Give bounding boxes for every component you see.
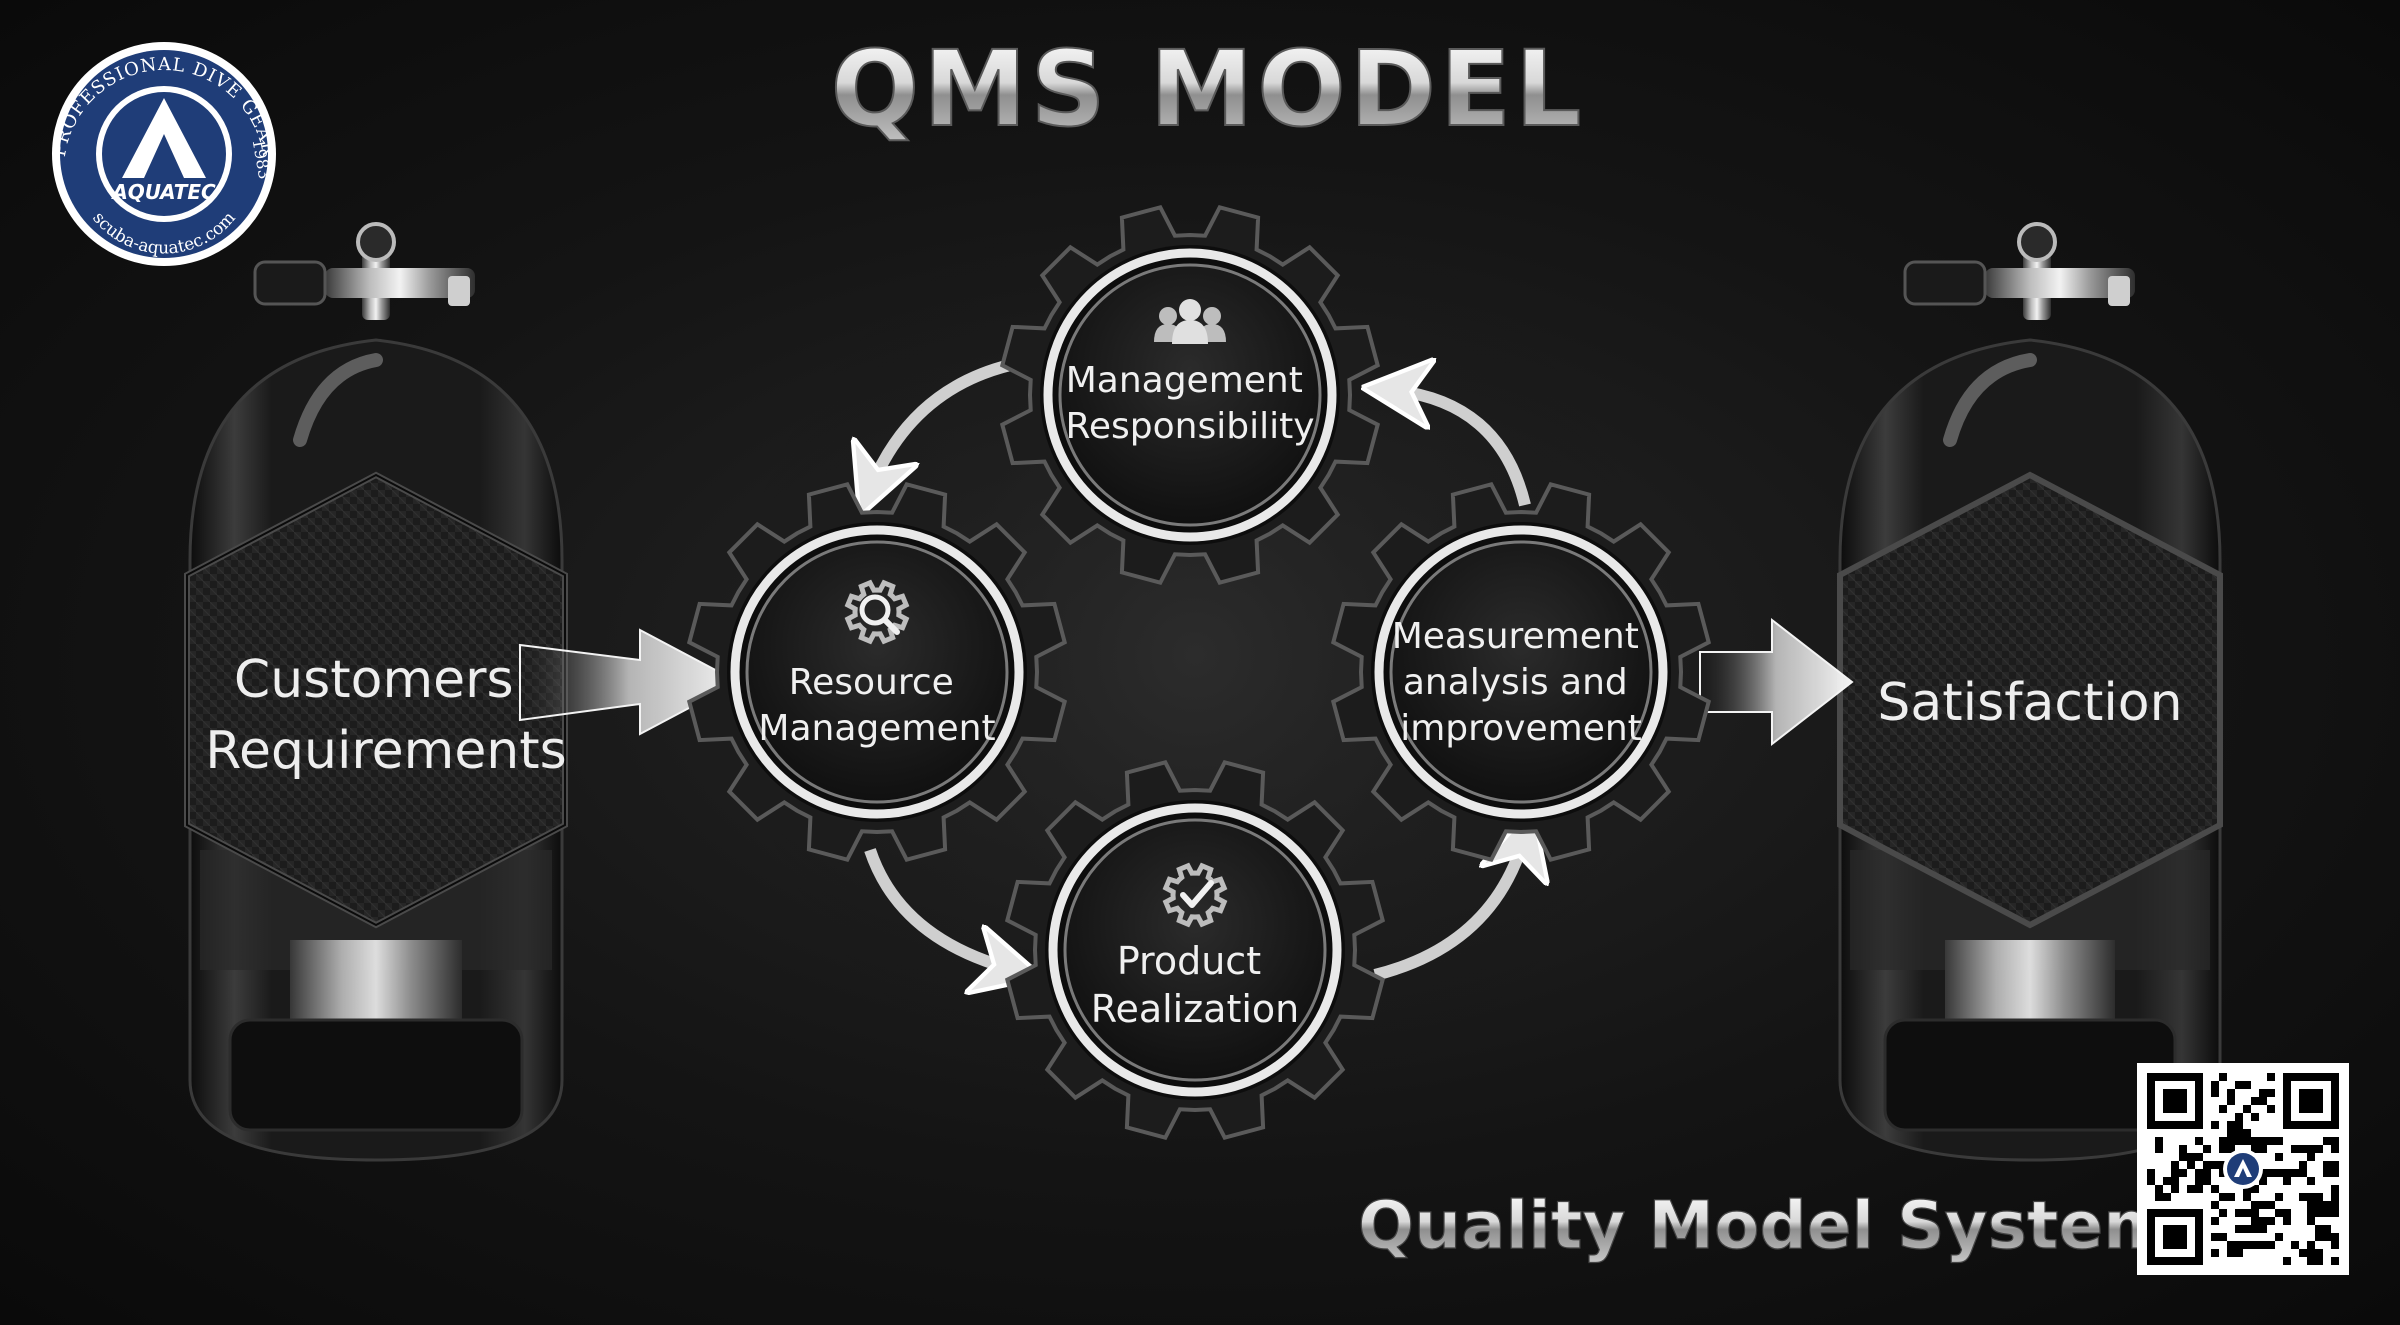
gear-product-realization: Product Realization	[1004, 759, 1386, 1141]
logo-brand: AQUATEC	[110, 180, 216, 204]
subtitle: Quality Model System	[1358, 1187, 2172, 1264]
page-title: QMS MODEL	[831, 28, 1586, 150]
gear-product-label: Product Realization	[1091, 939, 1300, 1031]
gear-magnifier-icon	[844, 579, 910, 645]
left-tank-valve	[253, 222, 475, 320]
arrow-measurement-to-management	[1390, 390, 1531, 507]
gear-measurement-label: Measurement analysis and improvement	[1392, 616, 1651, 749]
gear-resource-management: Resource Management	[686, 481, 1068, 863]
logo-a-mark	[122, 98, 206, 178]
arrow-measurement-to-satisfaction	[1699, 617, 1854, 747]
right-tank: Satisfaction	[1837, 222, 2223, 1162]
left-tank: Customers Requirements	[184, 222, 568, 1162]
right-tank-valve	[1903, 222, 2135, 320]
gear-management-responsibility: Management Responsibility	[999, 204, 1381, 586]
gear-management-label: Management Responsibility	[1065, 360, 1314, 447]
people-icon	[1154, 299, 1226, 344]
gear-resource-label: Resource Management	[758, 662, 995, 749]
arrow-product-to-measurement	[1373, 835, 1525, 981]
gear-measurement-analysis-improvement: Measurement analysis and improvement	[1330, 481, 1712, 863]
arrow-management-to-resource	[870, 359, 1012, 490]
gear-check-icon	[1162, 862, 1228, 928]
right-tank-label: Satisfaction	[1877, 673, 2182, 733]
arrow-resource-to-product	[864, 848, 1015, 970]
aquatec-logo: PROFESSIONAL DIVE GEAR 1983 scuba-aquate…	[49, 42, 278, 266]
left-tank-label: Customers Requirements	[205, 650, 567, 781]
qr-code-icon	[2137, 1063, 2349, 1275]
